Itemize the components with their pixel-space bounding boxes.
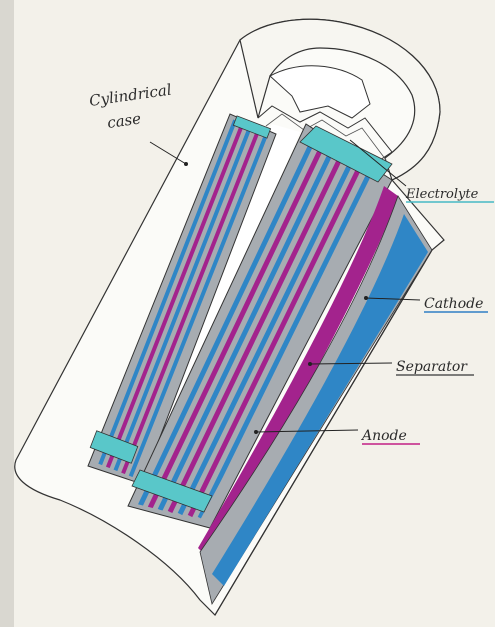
leader-dot bbox=[184, 162, 188, 166]
paper-shadow bbox=[0, 0, 14, 627]
leader-dot bbox=[308, 362, 312, 366]
label-electrolyte: Electrolyte bbox=[405, 187, 479, 202]
leader-dot bbox=[364, 296, 368, 300]
label-cathode: Cathode bbox=[424, 296, 483, 312]
label-separator: Separator bbox=[396, 359, 468, 375]
leader-dot bbox=[254, 430, 258, 434]
label-anode: Anode bbox=[360, 428, 407, 444]
